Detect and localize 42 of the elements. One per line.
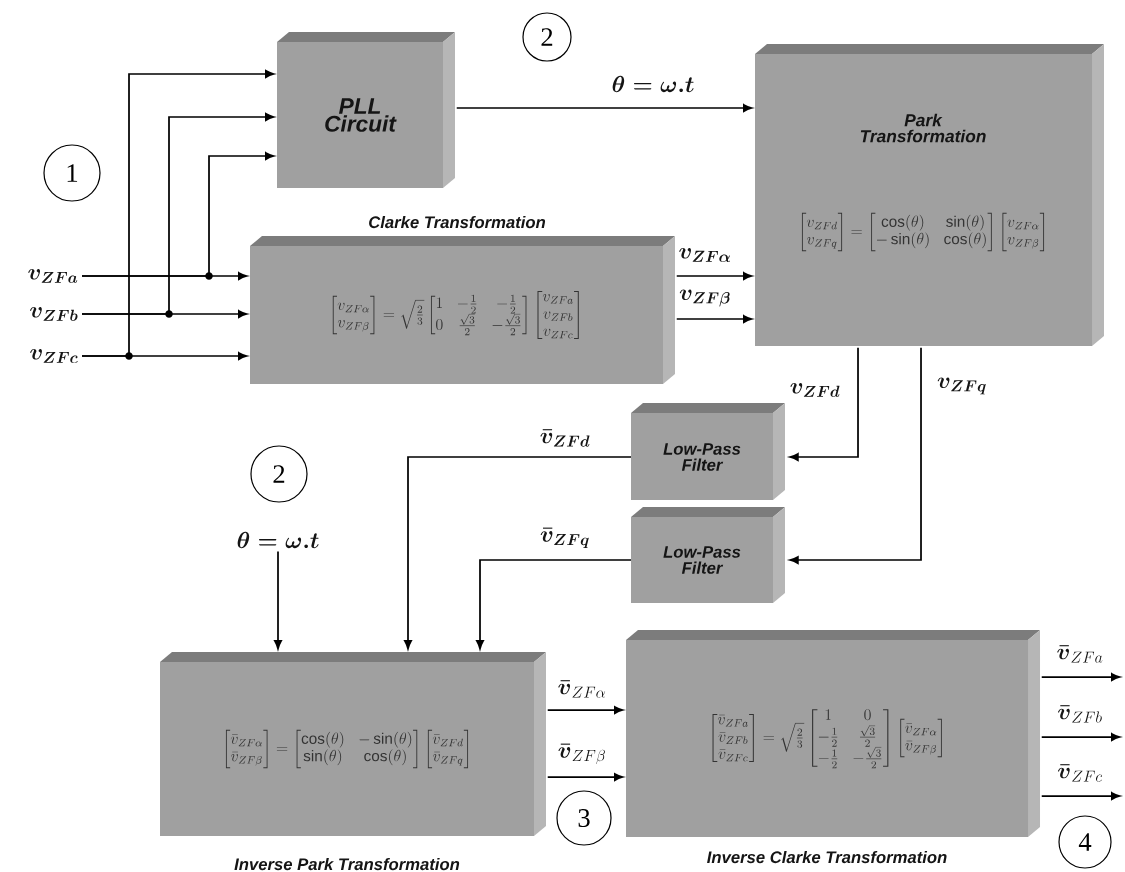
arrow — [1040, 673, 1121, 681]
matrix-equation: $\begin{bmatrix} v_{ZF\alpha} \\ v_{ZF\beta} \end{bmatrix} = \sqrt{\frac{2}{3}} \begin{bmatrix} 1 & -\frac{1}{2} & -\frac{1}{2} \\ 0 & \frac{\sqrt{3}}{2} & -\frac{\sqrt{3}}{2} \end{bmatrix} \begin{bmatrix} v_{ZFa} \\ v_{ZFb} \\ v_{ZFc} \end{bmatrix}$ — [332, 291, 579, 339]
arrow — [81, 152, 275, 280]
arrow — [1040, 792, 1121, 800]
arrow — [675, 315, 753, 323]
edge-label: $\boldsymbol{\bar{v}}_{ZFa}$ — [1055, 644, 1105, 664]
matrix-equation: $\begin{bmatrix} \bar{v}_{ZF\alpha} \\ \bar{v}_{ZF\beta} \end{bmatrix} = \begin{bmatrix} \cos(\theta) & -\sin(\theta) \\ \sin(\theta) & \cos(\theta) \end{bmatrix} \begin{bmatrix} \bar{v}_{ZFd} \\ \bar{v}_{ZFq} \end{bmatrix}$ — [225, 729, 469, 769]
arrow — [789, 346, 922, 564]
matrix-equation: $\begin{bmatrix} v_{ZFd} \\ v_{ZFq} \end{bmatrix} = \begin{bmatrix} \cos(\theta) & \sin(\theta) \\ -\sin(\theta) & \cos(\theta) \end{bmatrix} \begin{bmatrix} v_{ZF\alpha} \\ v_{ZF\beta} \end{bmatrix}$ — [801, 212, 1045, 252]
process-block: Low-Pass Filter — [631, 507, 785, 603]
edge-label: $\boldsymbol{\bar{v}}_{ZF\alpha}$ — [556, 679, 608, 699]
signal-label: $\boldsymbol{\theta = \omega.t}$ — [237, 531, 319, 549]
block-caption: Inverse Park Transformation — [234, 857, 460, 871]
edge-label: $\boldsymbol{\theta = \omega.t}$ — [610, 74, 696, 94]
edge-label: $\boldsymbol{v_{ZFq}}$ — [935, 376, 989, 396]
signal-label: $\boldsymbol{v_{ZFa}}$ — [28, 268, 78, 283]
arrow — [81, 70, 275, 360]
matrix-equation: $\begin{bmatrix} \bar{v}_{ZFa} \\ \bar{v}_{ZFb} \\ \bar{v}_{ZFc} \end{bmatrix} = \sqrt{\frac{2}{3}} \begin{bmatrix} 1 & 0 \\ -\frac{1}{2} & \frac{\sqrt{3}}{2} \\ -\frac{1}{2} & -\frac{\sqrt{3}}{2} \end{bmatrix} \begin{bmatrix} \bar{v}_{ZF\alpha} \\ \bar{v}_{ZF\beta} \end{bmatrix}$ — [712, 709, 942, 769]
edge-label: $\boldsymbol{v_{ZF\beta}}$ — [677, 288, 733, 308]
arrow — [404, 456, 632, 650]
signal-label: $\boldsymbol{v_{ZFb}}$ — [30, 306, 78, 321]
edge-label: $\boldsymbol{\bar{v}}_{ZF\beta}$ — [556, 742, 608, 766]
arrow — [274, 550, 282, 650]
arrow — [1040, 733, 1121, 741]
block-caption: Clarke Transformation — [369, 215, 546, 229]
arrow — [476, 559, 632, 650]
edge-label: $\boldsymbol{v_{ZF\alpha}}$ — [677, 246, 733, 264]
edge-label: $\boldsymbol{\bar{v}}_{ZFb}$ — [1055, 704, 1105, 724]
arrow — [675, 272, 753, 280]
edge-label: $\boldsymbol{v_{ZFd}}$ — [788, 381, 842, 399]
process-block: PLL Circuit — [277, 32, 455, 188]
block-caption: Inverse Clarke Transformation — [707, 850, 947, 864]
arrow — [81, 113, 275, 318]
arrow — [546, 706, 624, 714]
process-block: Low-Pass Filter — [631, 403, 785, 500]
arrow — [455, 104, 753, 112]
edge-label: $\boldsymbol{\bar{v}_{ZFq}}$ — [538, 526, 592, 550]
edge-label: $\boldsymbol{\bar{v}_{ZFd}}$ — [538, 428, 592, 448]
arrow — [546, 773, 624, 781]
signal-label: $\boldsymbol{v_{ZFc}}$ — [30, 348, 78, 363]
edge-label: $\boldsymbol{\bar{v}}_{ZFc}$ — [1055, 763, 1105, 783]
arrow — [789, 346, 859, 461]
